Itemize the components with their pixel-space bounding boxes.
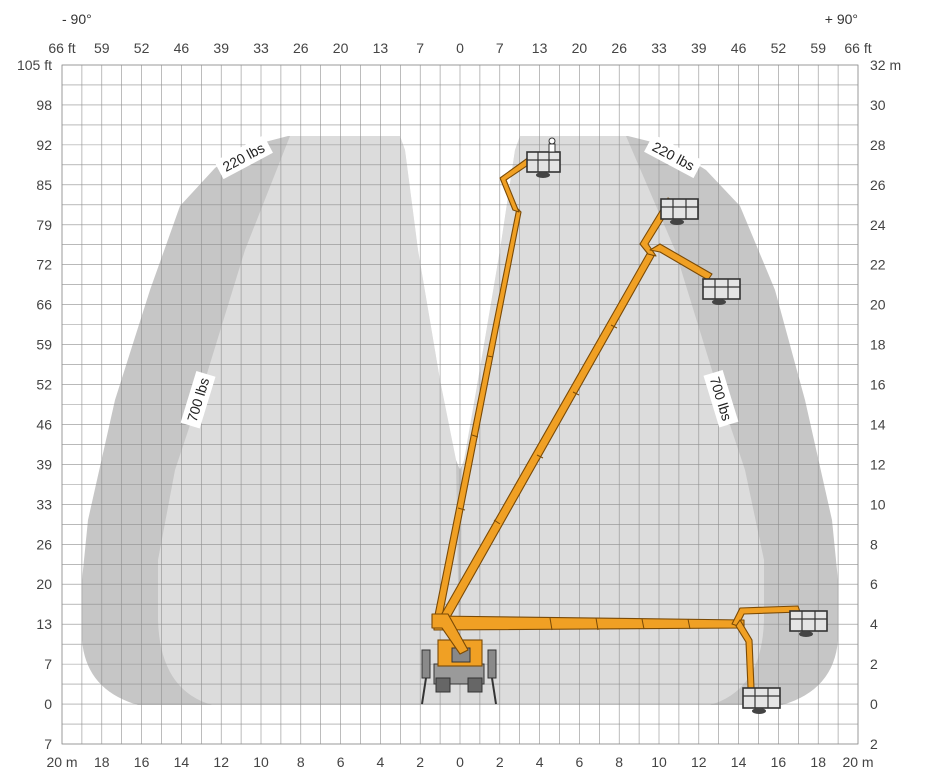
bottom-axis-tick-label: 14 xyxy=(731,754,747,770)
top-axis-tick-label: 13 xyxy=(373,40,389,56)
top-axis-tick-label: 66 ft xyxy=(48,40,75,56)
left-axis-tick-label: 13 xyxy=(36,616,52,632)
bottom-axis-tick-label: 16 xyxy=(134,754,150,770)
bottom-axis-tick-label: 6 xyxy=(337,754,345,770)
bottom-axis-tick-label: 12 xyxy=(691,754,707,770)
right-axis-tick-label: 8 xyxy=(870,536,878,552)
bottom-axis-tick-label: 0 xyxy=(456,754,464,770)
left-axis-tick-label: 59 xyxy=(36,337,52,353)
boom-horizontal xyxy=(433,605,828,714)
right-axis-tick-label: 24 xyxy=(870,217,886,233)
left-axis-tick-label: 7 xyxy=(44,656,52,672)
bottom-axis-tick-label: 12 xyxy=(213,754,229,770)
right-axis-tick-label: 20 xyxy=(870,297,886,313)
left-axis-tick-label: 39 xyxy=(36,456,52,472)
right-axis-tick-label: 22 xyxy=(870,257,886,273)
top-axis-tick-label: 39 xyxy=(691,40,707,56)
right-axis-tick-label: 16 xyxy=(870,377,886,393)
bucket-horizontal xyxy=(789,610,828,637)
angle-right-label: + 90° xyxy=(825,11,858,27)
right-axis-tick-label: 18 xyxy=(870,337,886,353)
right-axis-tick-label: 4 xyxy=(870,616,878,632)
right-axis-tick-label: 32 m xyxy=(870,57,901,73)
plot-frame xyxy=(61,64,859,745)
top-axis-tick-label: 59 xyxy=(810,40,826,56)
left-axis-tick-label: 20 xyxy=(36,576,52,592)
bucket-low xyxy=(742,687,781,714)
left-axis-tick-label: 7 xyxy=(44,736,52,752)
top-axis-tick-label: 39 xyxy=(213,40,229,56)
bottom-axis-tick-label: 20 m xyxy=(46,754,77,770)
left-axis-tick-label: 105 ft xyxy=(17,57,52,73)
bucket-diagonal-jib xyxy=(702,278,741,305)
top-axis-tick-label: 66 ft xyxy=(844,40,871,56)
left-axis-tick-label: 26 xyxy=(36,536,52,552)
bucket-diagonal xyxy=(660,198,699,225)
bottom-axis-tick-label: 10 xyxy=(651,754,667,770)
angle-left-label: - 90° xyxy=(62,11,92,27)
bottom-axis-tick-label: 2 xyxy=(416,754,424,770)
boom-vertical xyxy=(433,137,561,623)
right-axis-tick-label: 2 xyxy=(870,736,878,752)
top-axis-tick-label: 20 xyxy=(333,40,349,56)
left-axis-tick-label: 85 xyxy=(36,177,52,193)
bucket-vertical xyxy=(526,137,561,178)
bottom-axis-tick-label: 2 xyxy=(496,754,504,770)
top-axis-tick-label: 26 xyxy=(293,40,309,56)
bottom-axis-tick-label: 16 xyxy=(771,754,787,770)
bottom-axis-tick-label: 4 xyxy=(536,754,544,770)
bottom-axis-tick-label: 8 xyxy=(615,754,623,770)
right-axis-tick-label: 6 xyxy=(870,576,878,592)
top-axis-tick-label: 59 xyxy=(94,40,110,56)
left-axis-tick-label: 52 xyxy=(36,377,52,393)
bottom-axis-tick-label: 10 xyxy=(253,754,269,770)
right-axis-tick-label: 30 xyxy=(870,97,886,113)
left-axis-tick-label: 46 xyxy=(36,416,52,432)
machine-base xyxy=(421,613,497,705)
right-axis-tick-label: 0 xyxy=(870,696,878,712)
left-axis-tick-label: 98 xyxy=(36,97,52,113)
left-axis-tick-label: 79 xyxy=(36,217,52,233)
top-axis-tick-label: 7 xyxy=(416,40,424,56)
boom-layer xyxy=(433,137,828,714)
bottom-axis-tick-label: 18 xyxy=(810,754,826,770)
left-axis-tick-label: 92 xyxy=(36,137,52,153)
bottom-axis-tick-label: 4 xyxy=(377,754,385,770)
top-axis-tick-label: 20 xyxy=(572,40,588,56)
right-axis-tick-label: 14 xyxy=(870,416,886,432)
right-axis-tick-label: 26 xyxy=(870,177,886,193)
zone-layer xyxy=(82,136,838,705)
top-axis-tick-label: 46 xyxy=(174,40,190,56)
top-axis-tick-label: 7 xyxy=(496,40,504,56)
right-axis-tick-label: 2 xyxy=(870,656,878,672)
right-axis-tick-label: 28 xyxy=(870,137,886,153)
left-axis-tick-label: 33 xyxy=(36,496,52,512)
bottom-axis-tick-label: 8 xyxy=(297,754,305,770)
left-axis-tick-label: 66 xyxy=(36,297,52,313)
left-inner-zone xyxy=(158,136,460,705)
right-axis-tick-label: 12 xyxy=(870,456,886,472)
left-axis-tick-label: 0 xyxy=(44,696,52,712)
right-inner-zone xyxy=(460,136,764,705)
top-axis-tick-label: 52 xyxy=(134,40,150,56)
bottom-axis-tick-label: 18 xyxy=(94,754,110,770)
top-axis-tick-label: 52 xyxy=(771,40,787,56)
left-axis-tick-label: 72 xyxy=(36,257,52,273)
top-axis-tick-label: 46 xyxy=(731,40,747,56)
bottom-axis-tick-label: 20 m xyxy=(842,754,873,770)
right-axis-tick-label: 10 xyxy=(870,496,886,512)
operator-icon xyxy=(548,137,556,145)
top-axis-tick-label: 0 xyxy=(456,40,464,56)
bottom-axis-tick-label: 14 xyxy=(174,754,190,770)
top-axis-tick-label: 13 xyxy=(532,40,548,56)
bottom-axis-tick-label: 6 xyxy=(576,754,584,770)
top-axis-tick-label: 26 xyxy=(611,40,627,56)
top-axis-tick-label: 33 xyxy=(253,40,269,56)
top-axis-tick-label: 33 xyxy=(651,40,667,56)
